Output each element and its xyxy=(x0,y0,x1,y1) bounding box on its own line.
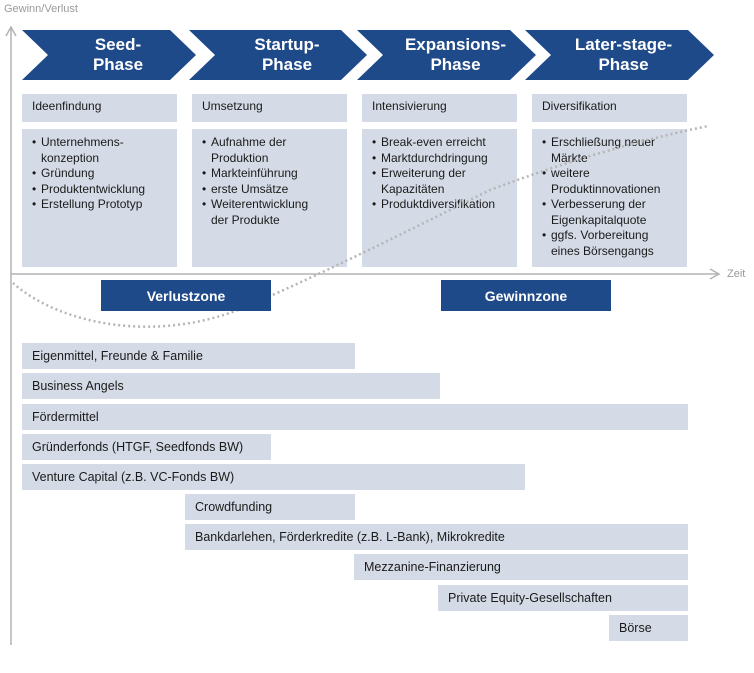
phase-subtitle-later-stage: Diversifikation xyxy=(532,94,687,122)
detail-item: Produktentwicklung xyxy=(32,182,171,198)
financing-bar-business-angels: Business Angels xyxy=(22,373,440,399)
profit-loss-curve xyxy=(12,124,709,328)
financing-bar-crowdfunding: Crowdfunding xyxy=(185,494,355,520)
phase-arrow-startup xyxy=(189,30,367,80)
detail-item: Break-even erreicht xyxy=(372,135,511,151)
detail-item: Erschließung neuer Märkte xyxy=(542,135,681,166)
y-axis-label: Gewinn/Verlust xyxy=(4,3,78,15)
financing-bar-foerdermittel: Fördermittel xyxy=(22,404,688,430)
financing-bar-mezzanine: Mezzanine-Finanzierung xyxy=(354,554,688,580)
detail-item: Verbesserung der Eigenkapitalquote xyxy=(542,197,681,228)
detail-item: ggfs. Vorbereitung eines Börsengangs xyxy=(542,228,681,259)
phase-details-later-stage: Erschließung neuer Märkte weitere Produk… xyxy=(532,129,687,267)
phase-arrow-seed xyxy=(22,30,196,80)
detail-item: weitere Produktinnovationen xyxy=(542,166,681,197)
detail-item: Unternehmens- konzeption xyxy=(32,135,171,166)
phase-details-startup: Aufnahme der Produktion Markteinführung … xyxy=(192,129,347,267)
detail-item: Marktdurchdringung xyxy=(372,151,511,167)
loss-zone-label: Verlustzone xyxy=(101,280,271,311)
x-axis-arrowhead xyxy=(709,268,721,280)
detail-item: Erweiterung der Kapazitäten xyxy=(372,166,511,197)
detail-item: Markteinführung xyxy=(202,166,341,182)
financing-bar-bankdarlehen: Bankdarlehen, Förderkredite (z.B. L-Bank… xyxy=(185,524,688,550)
y-axis-arrowhead xyxy=(5,25,17,37)
phase-arrow-later-stage xyxy=(525,30,714,80)
phase-details-seed: Unternehmens- konzeption Gründung Produk… xyxy=(22,129,177,267)
phase-title-later-stage: Later-stage- Phase xyxy=(574,35,673,74)
phase-subtitle-expansion: Intensivierung xyxy=(362,94,517,122)
detail-item: Weiterentwicklung der Produkte xyxy=(202,197,341,228)
phase-title-expansion: Expansions- Phase xyxy=(404,35,507,74)
financing-bar-gruenderfonds: Gründerfonds (HTGF, Seedfonds BW) xyxy=(22,434,271,460)
x-axis-label: Zeit xyxy=(727,268,746,280)
financing-bar-boerse: Börse xyxy=(609,615,688,641)
phase-subtitle-startup: Umsetzung xyxy=(192,94,347,122)
phase-title-seed: Seed- Phase xyxy=(92,35,144,74)
phase-subtitle-seed: Ideenfindung xyxy=(22,94,177,122)
detail-item: Gründung xyxy=(32,166,171,182)
financing-bar-eigenmittel: Eigenmittel, Freunde & Familie xyxy=(22,343,355,369)
phase-arrow-expansion xyxy=(357,30,536,80)
detail-item: erste Umsätze xyxy=(202,182,341,198)
financing-bar-private-equity: Private Equity-Gesellschaften xyxy=(438,585,688,611)
detail-item: Erstellung Prototyp xyxy=(32,197,171,213)
phase-details-expansion: Break-even erreicht Marktdurchdringung E… xyxy=(362,129,517,267)
detail-item: Aufnahme der Produktion xyxy=(202,135,341,166)
phase-title-startup: Startup- Phase xyxy=(254,35,320,74)
financing-bar-venture-capital: Venture Capital (z.B. VC-Fonds BW) xyxy=(22,464,525,490)
profit-zone-label: Gewinnzone xyxy=(441,280,611,311)
